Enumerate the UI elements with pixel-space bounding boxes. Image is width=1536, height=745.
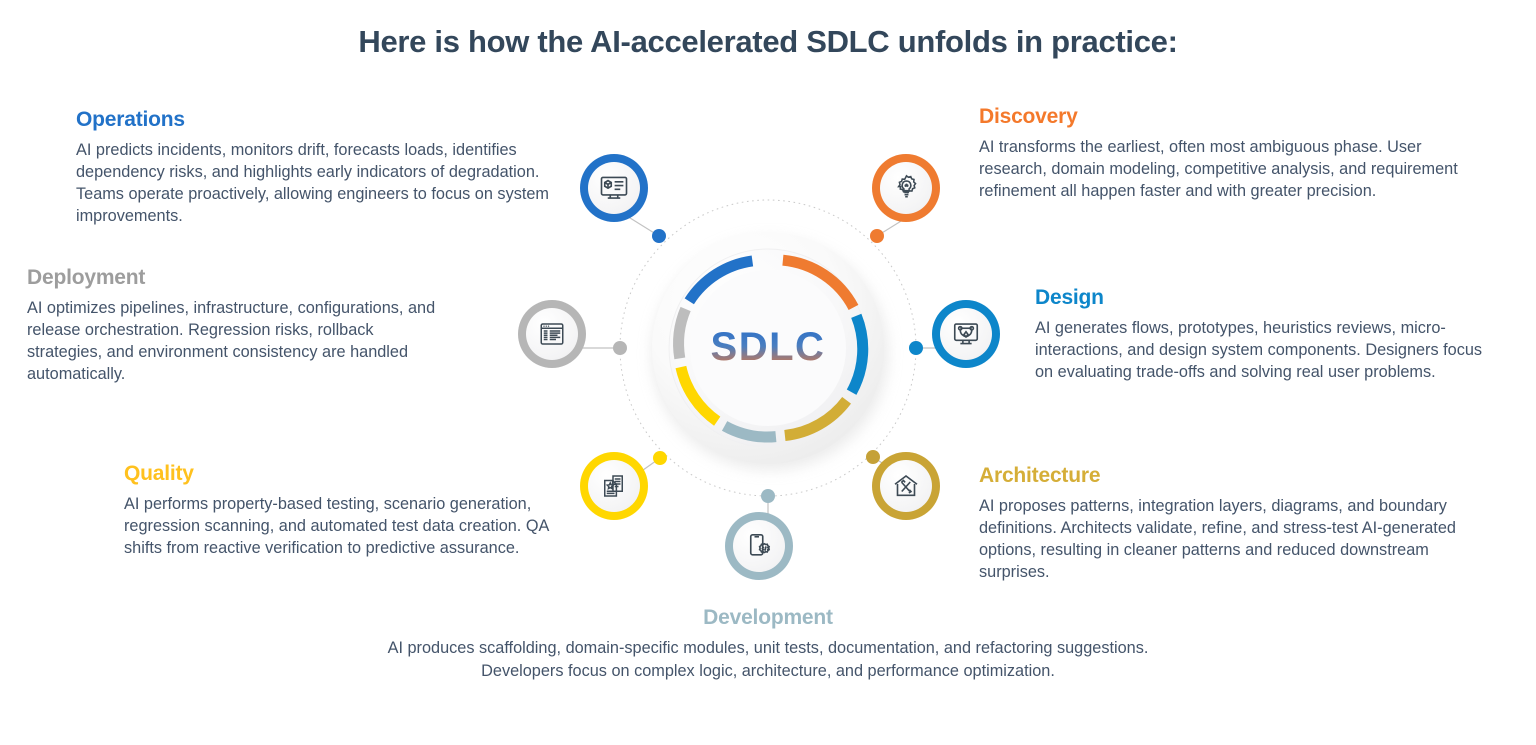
phase-block-deployment: Deployment AI optimizes pipelines, infra… [27,266,447,386]
icon-node-discovery-inner [880,162,932,214]
icon-node-design-inner [940,308,992,360]
phase-block-architecture: Architecture AI proposes patterns, integ… [979,464,1489,584]
lightbulb-gear-icon [896,174,917,198]
phase-body-deployment: AI optimizes pipelines, infrastructure, … [27,299,436,384]
phase-heading-quality: Quality [124,462,194,485]
icon-node-operations[interactable] [580,154,648,222]
icon-node-architecture[interactable] [872,452,940,520]
icon-node-deployment[interactable] [518,300,586,368]
page-title: Here is how the AI-accelerated SDLC unfo… [358,24,1178,59]
dot-design [909,341,923,355]
monitor-pen-tool-icon [953,323,979,345]
segment-development [721,421,777,443]
phase-block-development: Development AI produces scaffolding, dom… [378,606,1158,683]
documents-star-icon [604,475,623,497]
phase-body-architecture: AI proposes patterns, integration layers… [979,497,1456,582]
phase-body-design: AI generates flows, prototypes, heuristi… [1035,319,1483,382]
segment-architecture [784,396,852,441]
icon-node-design[interactable] [932,300,1000,368]
phase-body-development: AI produces scaffolding, domain-specific… [387,639,1149,680]
phase-block-operations: Operations AI predicts incidents, monito… [76,108,576,228]
phase-block-discovery: Discovery AI transforms the earliest, of… [979,105,1479,202]
sdlc-ring-svg: SDLC [580,199,958,536]
segment-quality [675,365,721,426]
segment-deployment [673,306,691,360]
phase-heading-architecture: Architecture [979,464,1101,487]
phase-heading-discovery: Discovery [979,105,1078,128]
phase-body-operations: AI predicts incidents, monitors drift, f… [76,141,549,226]
sdlc-center-label: SDLC [711,325,826,369]
plate-core [690,270,846,426]
phase-block-design: Design AI generates flows, prototypes, h… [1035,286,1490,383]
browser-window-icon [540,323,564,345]
house-blueprint-icon [894,474,918,497]
dot-deployment [613,341,627,355]
icon-node-deployment-inner [526,308,578,360]
icon-node-operations-inner [588,162,640,214]
dot-quality [653,451,667,465]
monitor-package-icon [600,176,628,199]
phase-block-quality: Quality AI performs property-based testi… [124,462,589,559]
connector-dots [613,229,923,503]
icon-node-architecture-inner [880,460,932,512]
icon-node-discovery[interactable] [872,154,940,222]
dot-discovery [870,229,884,243]
dot-development [761,489,775,503]
segment-design [846,313,869,395]
dot-architecture [866,450,880,464]
icon-node-quality[interactable] [580,452,648,520]
donut-segments [673,254,869,443]
segment-discovery [782,254,859,311]
phase-body-discovery: AI transforms the earliest, often most a… [979,138,1458,201]
icon-node-development[interactable] [725,512,793,580]
device-code-gear-icon [749,533,771,556]
dot-operations [652,229,666,243]
phase-heading-operations: Operations [76,108,185,131]
icon-node-quality-inner [588,460,640,512]
sdlc-diagram: SDLC [518,154,1038,598]
segment-operations [684,255,754,305]
phase-body-quality: AI performs property-based testing, scen… [124,495,549,558]
phase-heading-deployment: Deployment [27,266,146,289]
phase-heading-development: Development [703,606,833,629]
phase-heading-design: Design [1035,286,1104,309]
icon-node-development-inner [733,520,785,572]
